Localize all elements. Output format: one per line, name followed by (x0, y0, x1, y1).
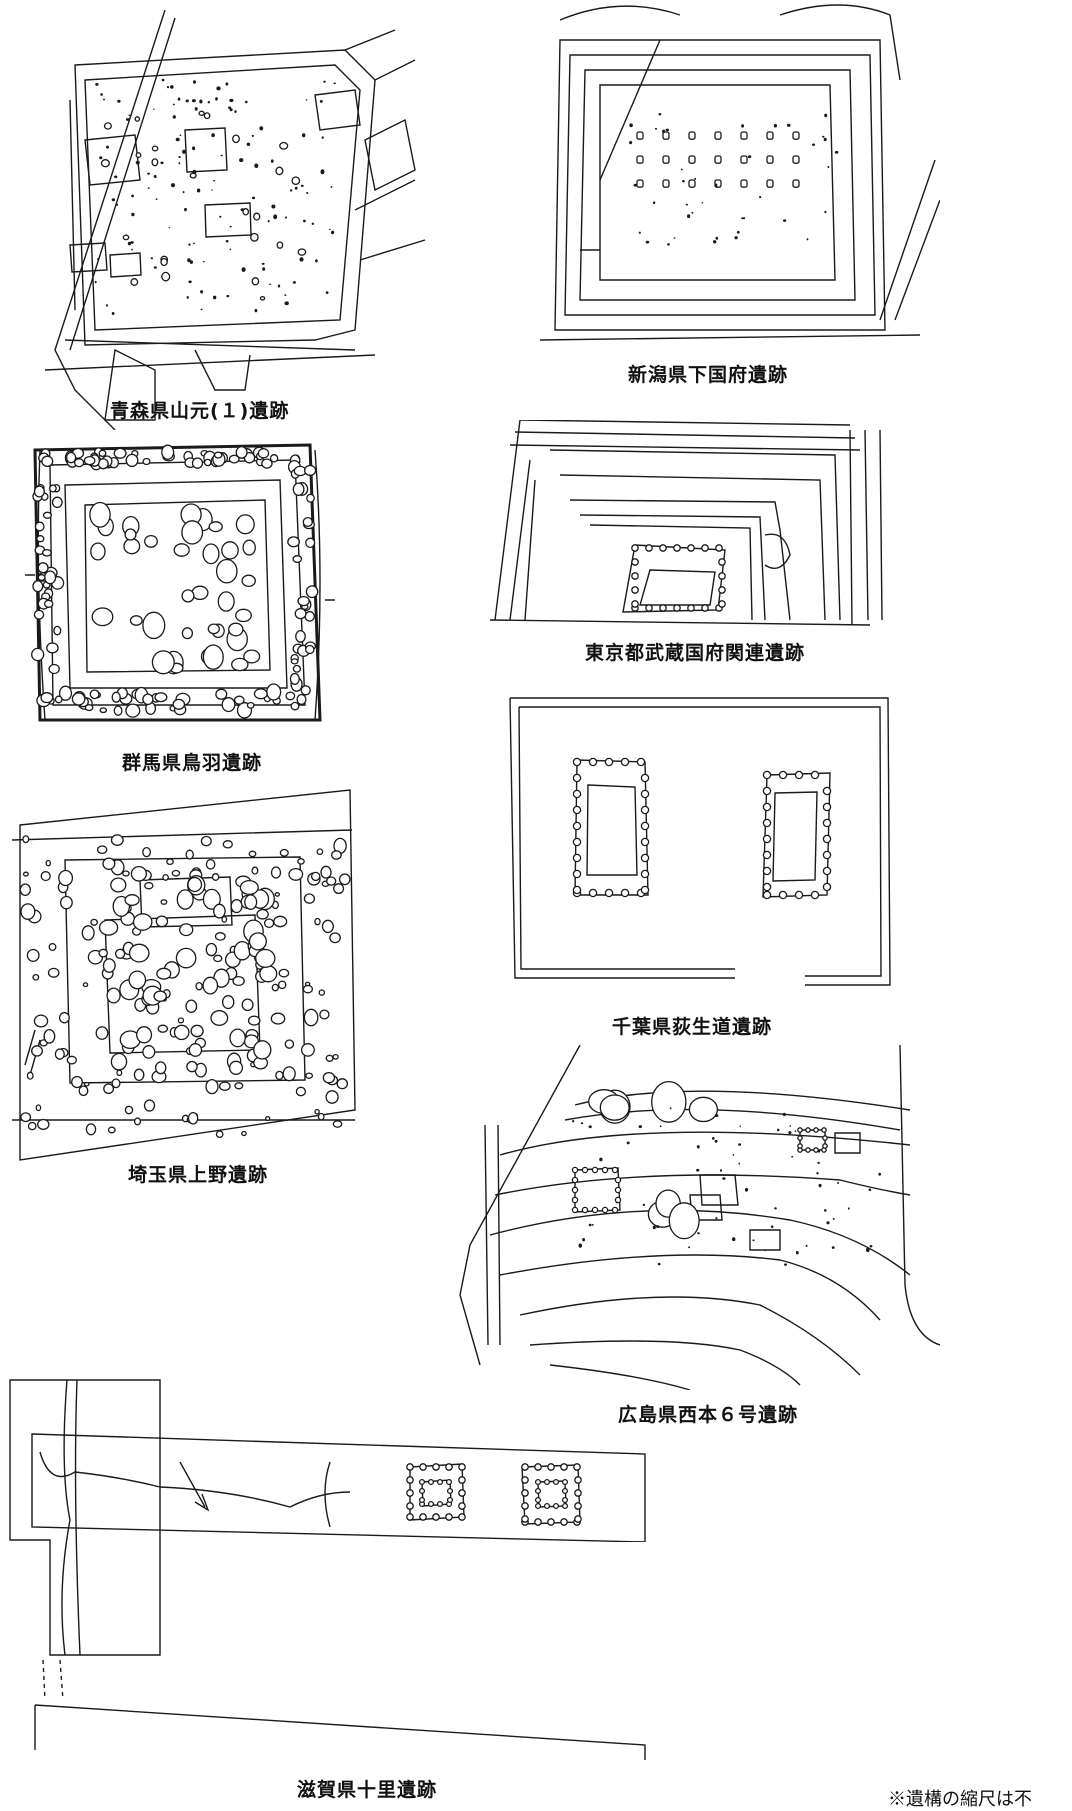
plan-shiga-trench (30, 1432, 650, 1542)
caption-hiroshima: 広島県西本６号遺跡 (618, 1404, 799, 1426)
caption-niigata: 新潟県下国府遺跡 (628, 364, 789, 386)
caption-shiga: 滋賀県十里遺跡 (297, 1779, 438, 1801)
caption-aomori: 青森県山元(１)遺跡 (110, 400, 290, 422)
plan-aomori (15, 10, 435, 430)
caption-chiba: 千葉県荻生道遺跡 (612, 1016, 773, 1038)
plan-shiga (5, 1370, 655, 1760)
plan-tokyo (490, 420, 885, 630)
caption-tokyo: 東京都武蔵国府関連遺跡 (585, 642, 806, 664)
caption-saitama: 埼玉県上野遺跡 (128, 1164, 269, 1186)
plan-gunma (25, 430, 335, 740)
plan-chiba (505, 695, 895, 995)
scale-note: ※遺構の縮尺は不 (888, 1789, 1032, 1810)
caption-gunma: 群馬県鳥羽遺跡 (122, 752, 263, 774)
plan-niigata (540, 0, 940, 360)
plan-hiroshima (440, 1045, 940, 1390)
plan-saitama (0, 775, 370, 1170)
